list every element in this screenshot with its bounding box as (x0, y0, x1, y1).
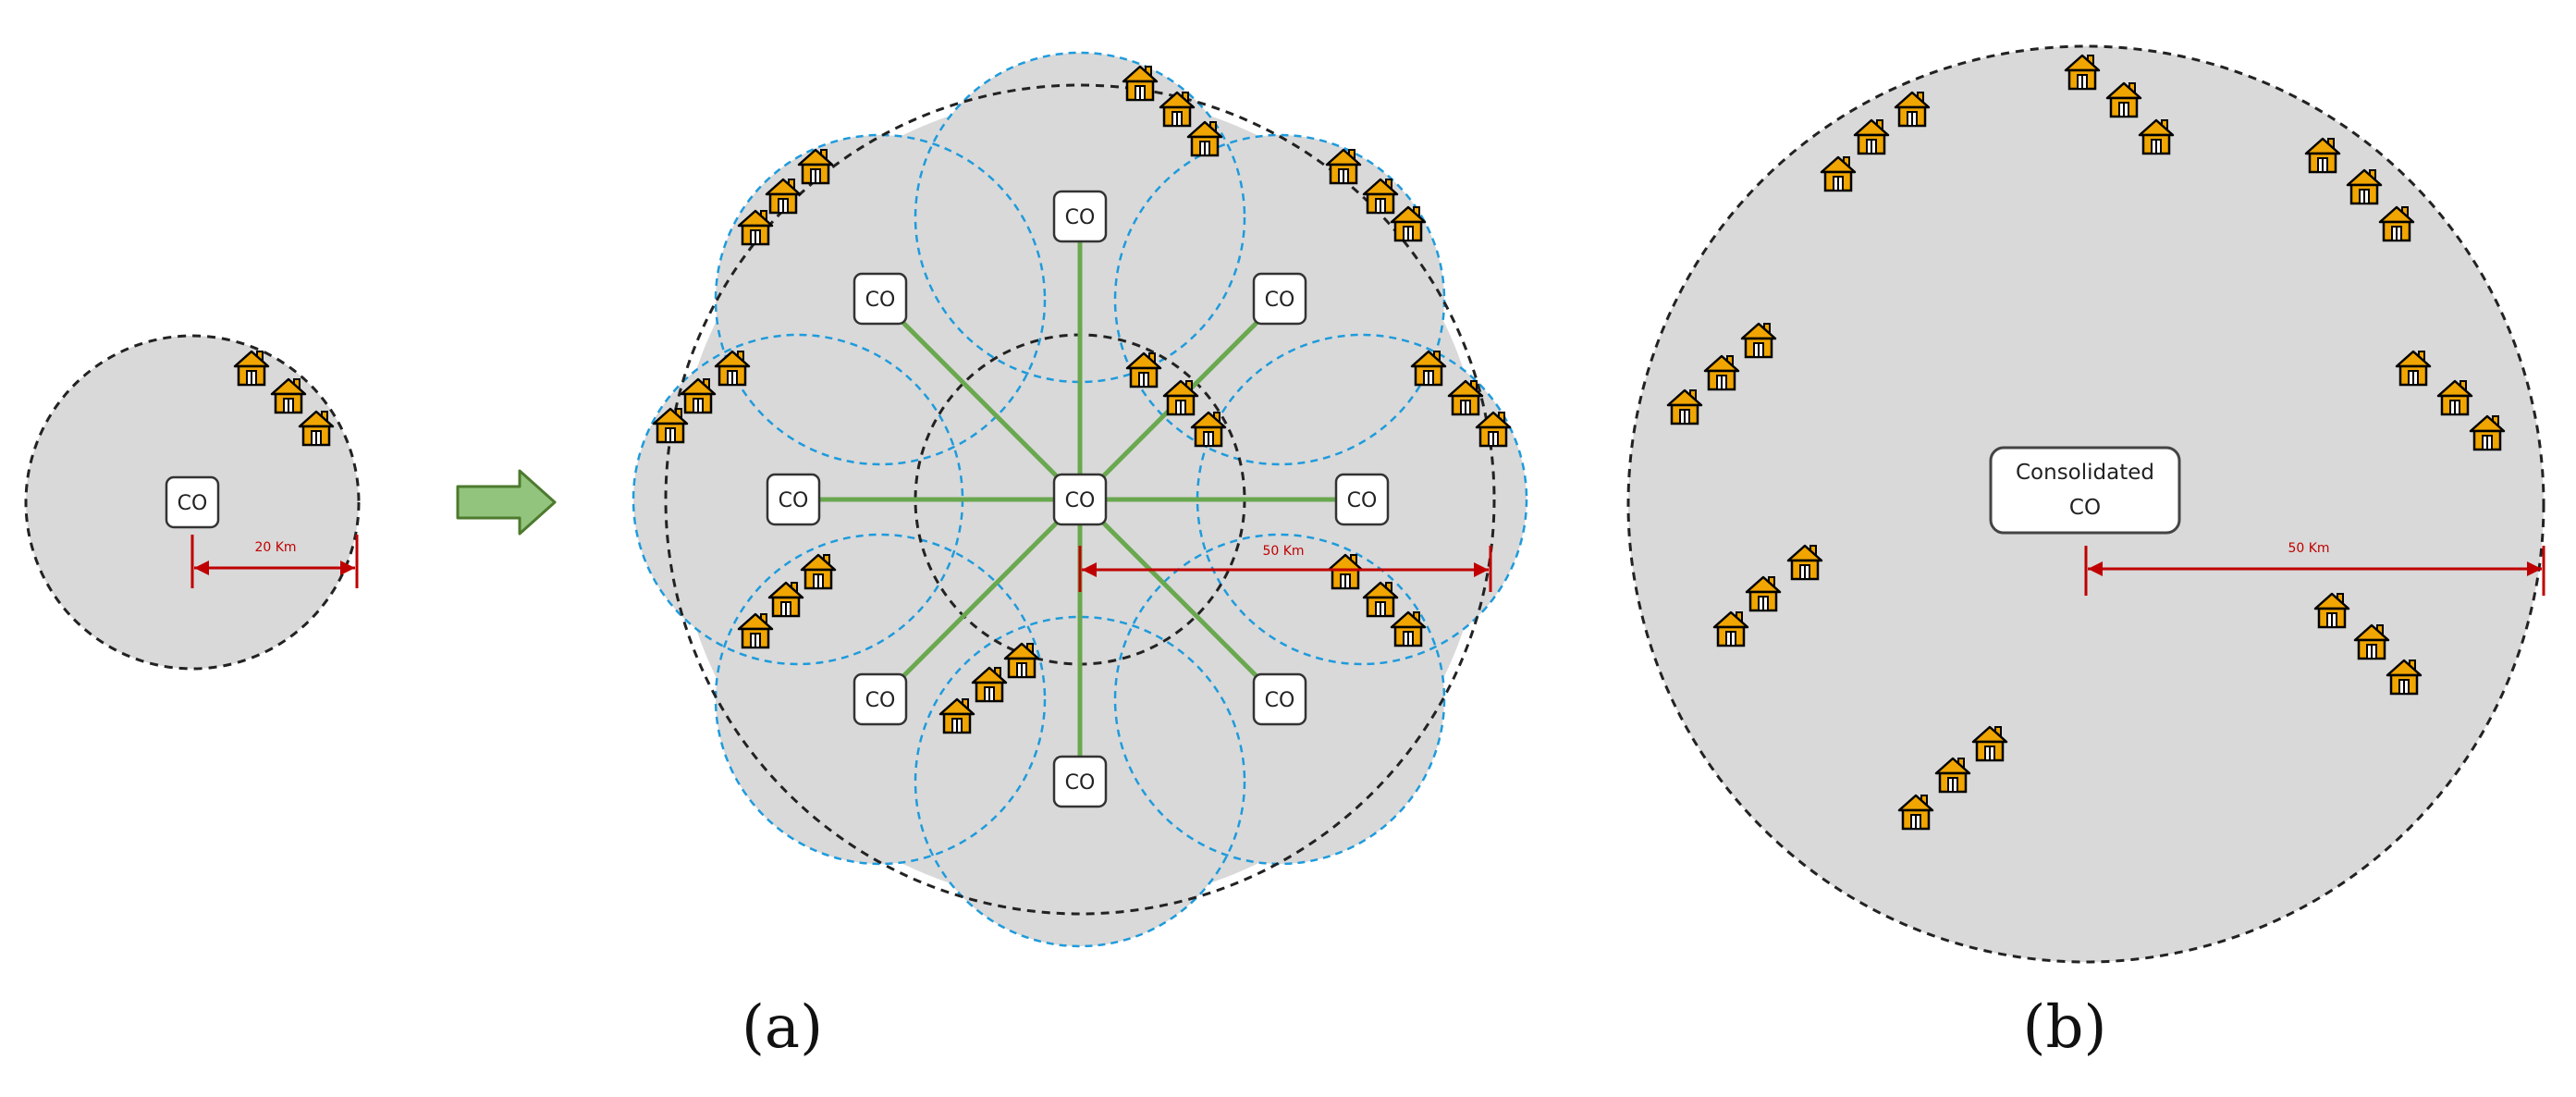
co-link (1078, 498, 1282, 701)
co-label: CO (779, 489, 809, 512)
small-co-node: CO (165, 475, 220, 529)
panel-label-b: (b) (2023, 993, 2107, 1062)
coverage-circle (914, 51, 1246, 384)
distance-marker-a (1078, 546, 1492, 592)
coverage-circle (714, 533, 1047, 866)
consolidated-network: Consolidated CO 50 Km (b) (1626, 44, 2545, 1062)
distance-marker-b (2084, 546, 2545, 596)
co-node: CO (1052, 190, 1108, 243)
co-label: CO (1265, 689, 1295, 712)
multi-co-network: CO CO CO CO CO CO (632, 51, 1528, 1062)
co-label: CO (1265, 289, 1295, 312)
co-label: CO (1065, 771, 1096, 795)
co-node: CO (853, 672, 908, 726)
coverage-circle (714, 133, 1047, 466)
co-node: CO (1252, 272, 1307, 326)
distance-label-b: 50 Km (2288, 541, 2329, 556)
consolidated-co-label-line1: Consolidated (2016, 461, 2154, 485)
coverage-circle (1113, 133, 1446, 466)
co-link (878, 298, 1082, 501)
coverage-circle (914, 615, 1246, 948)
co-node-center: CO (1052, 473, 1108, 526)
co-node: CO (1052, 755, 1108, 808)
co-label: CO (178, 492, 208, 515)
consolidated-co-node: Consolidated CO (1989, 446, 2181, 535)
panel-label-a: (a) (742, 993, 823, 1062)
small-distance-marker (190, 535, 359, 588)
small-area: CO 20 Km (24, 334, 361, 671)
co-nodes-a: CO CO CO CO CO CO (766, 190, 1390, 808)
co-node: CO (853, 272, 908, 326)
coverage-circle (1196, 333, 1528, 666)
consolidated-co-label-line2: CO (2069, 496, 2101, 520)
co-node: CO (1252, 672, 1307, 726)
co-link (878, 498, 1082, 701)
right-arrow-icon (456, 469, 557, 536)
co-node: CO (1334, 473, 1390, 526)
distance-label-a: 50 Km (1262, 544, 1304, 559)
co-label: CO (865, 689, 896, 712)
outer-boundary (664, 83, 1496, 916)
co-label: CO (1065, 489, 1096, 512)
co-label: CO (865, 289, 896, 312)
co-label: CO (1065, 206, 1096, 229)
co-label: CO (1347, 489, 1378, 512)
distance-label-small: 20 Km (254, 540, 296, 555)
co-node: CO (766, 473, 821, 526)
